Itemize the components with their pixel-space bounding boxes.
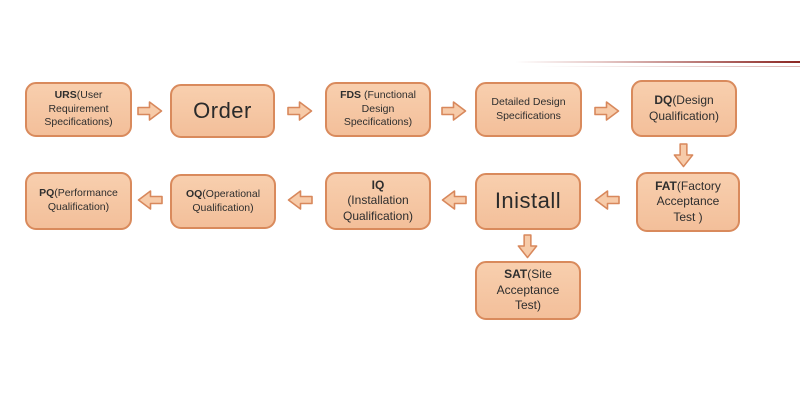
arrow-left-icon xyxy=(287,188,313,212)
node-order: Order xyxy=(170,84,275,138)
node-sat: SAT(Site Acceptance Test) xyxy=(475,261,581,320)
node-oq-acronym: OQ xyxy=(185,187,203,200)
node-iq-text: (Installation Qualification) xyxy=(342,193,414,223)
node-iq-acronym: IQ xyxy=(371,177,385,192)
node-order-label: Order xyxy=(189,95,256,128)
node-dq-acronym: DQ xyxy=(654,92,673,107)
node-fat-acronym: FAT xyxy=(655,178,677,193)
node-fat-label: FAT(Factory Acceptance Test ) xyxy=(651,177,725,228)
node-oq: OQ(Operational Qualification) xyxy=(170,174,276,229)
accent-line-secondary xyxy=(540,66,800,67)
node-pq: PQ(Performance Qualification) xyxy=(25,172,132,230)
node-detailed-design-text: Detailed Design Specifications xyxy=(491,95,566,122)
node-fat-text: (Factory Acceptance Test ) xyxy=(656,178,721,224)
arrow-left-icon xyxy=(137,188,163,212)
node-sat-text: (Site Acceptance Test) xyxy=(496,267,560,313)
node-sat-acronym: SAT xyxy=(504,267,528,282)
node-urs-acronym: URS xyxy=(54,89,77,102)
node-oq-text: (Operational Qualification) xyxy=(192,187,261,214)
node-pq-text: (Performance Qualification) xyxy=(47,187,118,213)
node-fds-label: FDS (Functional Design Specifications) xyxy=(336,87,420,132)
node-pq-label: PQ(Performance Qualification) xyxy=(35,185,122,216)
arrow-left-icon xyxy=(594,188,620,212)
node-urs-label: URS(User Requirement Specifications) xyxy=(40,87,116,132)
arrow-down-icon xyxy=(670,143,697,168)
node-detailed-design: Detailed Design Specifications xyxy=(475,82,582,137)
accent-line xyxy=(515,61,800,63)
node-urs: URS(User Requirement Specifications) xyxy=(25,82,132,137)
node-detailed-design-label: Detailed Design Specifications xyxy=(487,94,569,125)
node-oq-label: OQ(Operational Qualification) xyxy=(182,186,264,217)
node-inistall-label: Inistall xyxy=(491,185,565,218)
node-fat: FAT(Factory Acceptance Test ) xyxy=(636,172,740,232)
node-order-text: Order xyxy=(193,97,252,123)
node-fds-text: (Functional Design Specifications) xyxy=(343,89,416,129)
arrow-right-icon xyxy=(441,99,467,123)
node-iq: IQ (Installation Qualification) xyxy=(325,172,431,230)
arrow-right-icon xyxy=(594,99,620,123)
node-dq-label: DQ(Design Qualification) xyxy=(645,91,723,126)
node-pq-acronym: PQ xyxy=(39,187,55,200)
node-fds-acronym: FDS xyxy=(340,89,362,102)
arrow-down-icon xyxy=(514,234,541,259)
arrow-right-icon xyxy=(137,99,163,123)
node-iq-label: IQ (Installation Qualification) xyxy=(339,176,417,227)
node-dq: DQ(Design Qualification) xyxy=(631,80,737,137)
node-sat-label: SAT(Site Acceptance Test) xyxy=(493,265,564,316)
node-urs-text: (User Requirement Specifications) xyxy=(44,89,113,129)
arrow-left-icon xyxy=(441,188,467,212)
arrow-right-icon xyxy=(287,99,313,123)
node-fds: FDS (Functional Design Specifications) xyxy=(325,82,431,137)
node-inistall-text: Inistall xyxy=(494,188,562,214)
node-dq-text: (Design Qualification) xyxy=(648,92,720,123)
node-inistall: Inistall xyxy=(475,173,581,230)
